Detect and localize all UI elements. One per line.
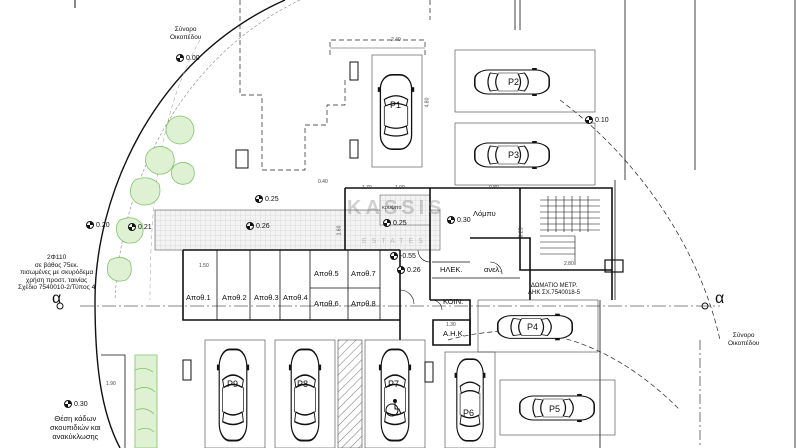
ahk-room-label: Α.Η.Κ. <box>443 329 465 338</box>
lift-label: ανελ. <box>484 265 502 274</box>
electrical-room-label: ΗΛΕΚ. <box>440 265 463 274</box>
parking-label: P5 <box>549 404 561 414</box>
level-icon <box>246 222 254 230</box>
level-icon <box>447 216 455 224</box>
level-icon <box>585 116 593 124</box>
parking-label: P4 <box>527 322 539 332</box>
dimension-label: 2.40 <box>391 37 401 43</box>
vegetation <box>106 115 195 448</box>
dimension-label: 1.70 <box>362 185 372 191</box>
partial-label: κρυψπο <box>382 205 402 211</box>
storage-label: Αποθ.6 <box>314 299 339 308</box>
level-marker: 0.25 <box>255 194 279 204</box>
parking-label: P2 <box>508 77 520 87</box>
dimension-label: 1.30 <box>446 322 456 328</box>
level-icon <box>64 400 72 408</box>
level-icon <box>397 266 405 274</box>
storage-label: Αποθ.3 <box>254 293 279 302</box>
storage-label: Αποθ.1 <box>186 293 211 302</box>
dimension-label: 4.80 <box>424 97 431 108</box>
dimension-label: 1.60 <box>336 225 343 236</box>
dimension-label: 1.00 <box>395 185 405 191</box>
level-marker: 0.25 <box>383 218 407 228</box>
dimension-label: 0.25 <box>518 227 525 238</box>
level-icon <box>176 54 184 62</box>
level-marker: 0.30 <box>64 399 88 409</box>
common-room-label: ΚΟΙΝ. <box>443 297 464 306</box>
parking-label: P6 <box>463 408 475 418</box>
section-mark-left: α <box>52 290 62 307</box>
level-marker: 0.26 <box>397 265 421 275</box>
parking-label: P7 <box>388 379 400 389</box>
level-icon <box>390 252 398 260</box>
dimension-label: 2.80 <box>564 261 574 267</box>
car-p7 <box>377 348 413 442</box>
parking-label: P3 <box>508 150 520 160</box>
parking-label: P1 <box>390 100 402 110</box>
accessible-aisle-hatch <box>337 339 363 448</box>
level-icon <box>255 195 263 203</box>
level-marker: 0.10 <box>585 115 609 125</box>
section-mark-right: α <box>715 290 725 307</box>
car-p1 <box>377 74 415 150</box>
level-marker: 0.30 <box>447 215 471 225</box>
watermark-logo: KASSIS <box>347 197 446 219</box>
storage-label: Αποθ.5 <box>314 269 339 278</box>
level-marker: 0.00 <box>176 53 200 63</box>
car-p6 <box>453 358 487 442</box>
dimension-label: 1.90 <box>106 381 116 387</box>
storage-label: Αποθ.4 <box>283 293 308 302</box>
car-p8 <box>287 348 323 442</box>
watermark-subtitle: ESTATES <box>362 238 428 245</box>
storage-label: Αποθ.8 <box>351 299 376 308</box>
parking-label: P8 <box>297 379 309 389</box>
car-p9 <box>215 348 251 442</box>
level-marker: 0.26 <box>246 221 270 231</box>
level-marker: 0.20 <box>86 220 110 230</box>
level-icon <box>128 223 136 231</box>
level-icon <box>383 219 391 227</box>
lobby-label: Λόμπυ <box>473 209 496 218</box>
meter-room-label: ΔΩΜΑΤΙΟ ΜΕΤΡ.ΑΗΚ ΣΧ.7540018-5 <box>528 283 581 296</box>
level-marker: 0.21 <box>128 222 152 232</box>
dimension-label: 0.80 <box>489 185 499 191</box>
dimension-label: 0.40 <box>318 179 328 185</box>
level-marker: -0.55 <box>390 251 416 261</box>
parking-label: P9 <box>227 379 239 389</box>
storage-label: Αποθ.7 <box>351 269 376 278</box>
dimension-label: 1.50 <box>199 263 209 269</box>
level-icon <box>86 221 94 229</box>
plot-boundary-curve <box>94 0 286 448</box>
storage-label: Αποθ.2 <box>222 293 247 302</box>
accessible-parking-icon <box>385 399 402 417</box>
